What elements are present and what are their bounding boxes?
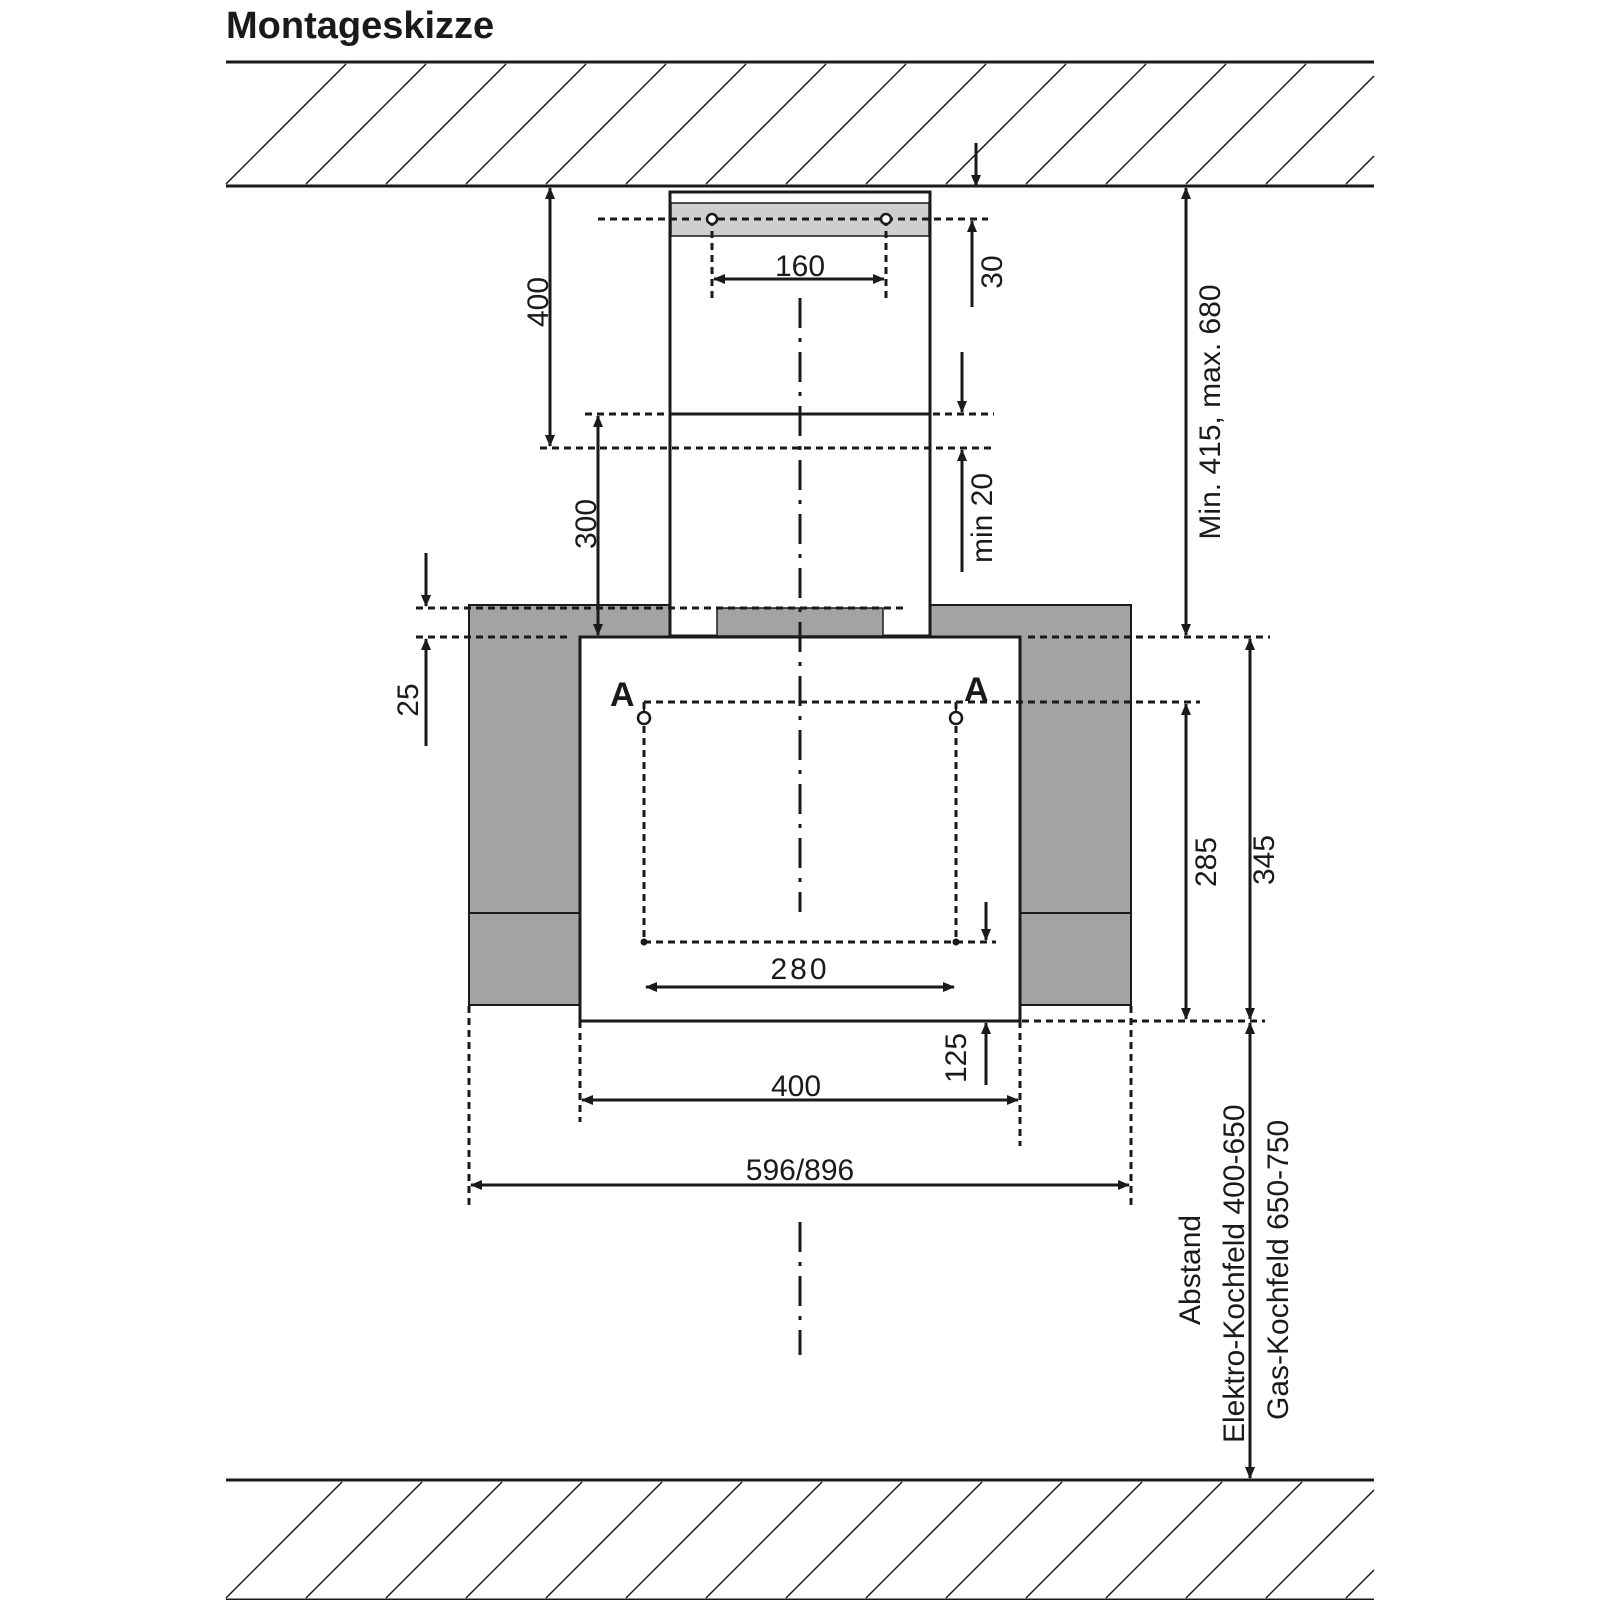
dim-chimney-width: 400 bbox=[771, 1070, 821, 1103]
construction-lines bbox=[416, 217, 1270, 1206]
hatch-stroke bbox=[305, 1481, 423, 1599]
hatch-stroke bbox=[625, 63, 747, 185]
hatch-stroke bbox=[1185, 63, 1307, 185]
hatch-stroke bbox=[1105, 63, 1227, 185]
hatch-stroke bbox=[225, 63, 347, 185]
hatch-stroke bbox=[785, 63, 907, 185]
hanger-marker-right: A bbox=[964, 671, 989, 709]
hatch-stroke bbox=[1025, 63, 1147, 185]
hatch-stroke bbox=[705, 1481, 823, 1599]
hatch-stroke bbox=[1025, 1481, 1143, 1599]
hatch-stroke bbox=[625, 1481, 743, 1599]
hatch-stroke bbox=[1185, 1481, 1303, 1599]
hatch-stroke bbox=[225, 1481, 343, 1599]
keyhole-slot-right bbox=[948, 702, 964, 726]
hatch-stroke bbox=[945, 1481, 1063, 1599]
dim-hole-spacing-lower: 280 bbox=[770, 953, 829, 986]
hatch-stroke bbox=[1265, 1489, 1375, 1599]
worktop-band bbox=[225, 1478, 1375, 1600]
ceiling-hatch bbox=[225, 63, 1375, 185]
keyhole-slot-left bbox=[636, 702, 652, 726]
hatch-stroke bbox=[945, 63, 1067, 185]
hatch-stroke bbox=[785, 1481, 903, 1599]
page-title: Montageskizze bbox=[226, 5, 494, 47]
dim-lower-chimney-length: 300 bbox=[570, 499, 603, 549]
dim-bracket-offset: 30 bbox=[976, 255, 1009, 288]
distance-note-electric: Elektro-Kochfeld 400-650 bbox=[1218, 1104, 1251, 1443]
hatch-stroke bbox=[1265, 75, 1375, 185]
dim-ceiling-height-range: Min. 415, max. 680 bbox=[1194, 284, 1227, 539]
hatch-stroke bbox=[465, 63, 587, 185]
hatch-stroke bbox=[545, 63, 667, 185]
hatch-stroke bbox=[385, 63, 507, 185]
hanger-marker-left: A bbox=[610, 676, 635, 714]
hatch-stroke bbox=[305, 63, 427, 185]
dim-hanger-height: 285 bbox=[1190, 837, 1223, 887]
hatch-stroke bbox=[1345, 155, 1375, 185]
hatch-stroke bbox=[705, 63, 827, 185]
dim-upper-chimney-length: 400 bbox=[522, 277, 555, 327]
dimension-arrows bbox=[421, 143, 1255, 1479]
ceiling-band bbox=[225, 60, 1375, 188]
distance-note-label: Abstand bbox=[1174, 1215, 1207, 1325]
dim-bracket-hole-spacing: 160 bbox=[775, 250, 825, 283]
hatch-stroke bbox=[1345, 1569, 1375, 1599]
hatch-stroke bbox=[1105, 1481, 1223, 1599]
dim-lower-hole-offset: 125 bbox=[940, 1033, 973, 1083]
dim-hood-top-step: 25 bbox=[392, 683, 425, 716]
hatch-stroke bbox=[385, 1481, 503, 1599]
dim-chimney-overlap: min 20 bbox=[966, 473, 999, 563]
dim-hood-width: 596/896 bbox=[746, 1154, 854, 1187]
dim-hood-height: 345 bbox=[1248, 835, 1281, 885]
hatch-stroke bbox=[465, 1481, 583, 1599]
hatch-stroke bbox=[865, 63, 987, 185]
mounting-holes bbox=[640, 212, 960, 946]
distance-note-gas: Gas-Kochfeld 650-750 bbox=[1262, 1120, 1295, 1420]
worktop-hatch bbox=[225, 1481, 1375, 1599]
hatch-stroke bbox=[545, 1481, 663, 1599]
hatch-stroke bbox=[865, 1481, 983, 1599]
